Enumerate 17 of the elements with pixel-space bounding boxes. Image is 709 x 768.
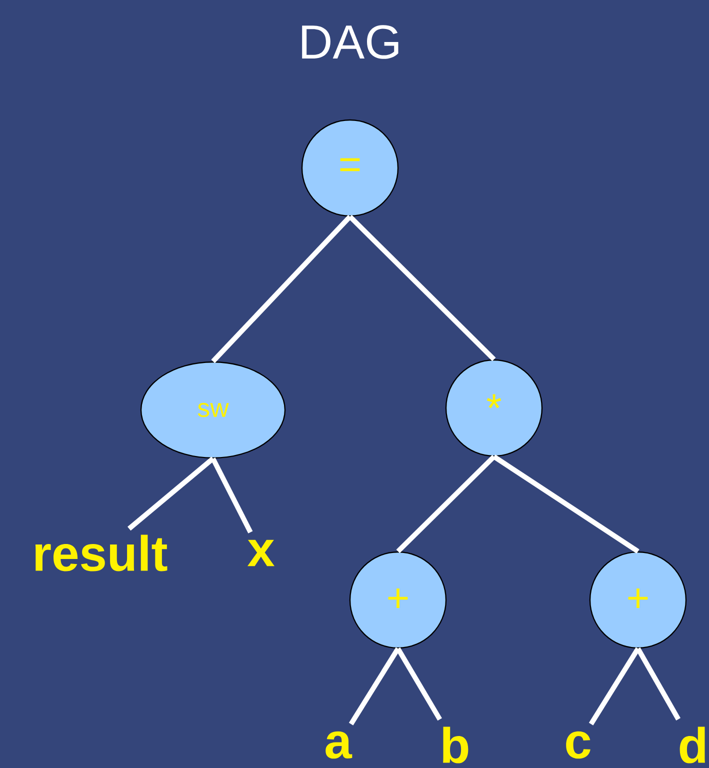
title: DAG xyxy=(302,25,398,59)
leaf-label: x xyxy=(248,540,274,566)
connector-line xyxy=(396,647,442,721)
connector-line xyxy=(211,214,352,364)
connector-line xyxy=(128,456,215,531)
leaf-label: c xyxy=(566,731,590,759)
connector-line xyxy=(588,647,640,726)
connector-line xyxy=(210,457,253,534)
connector-line xyxy=(396,454,496,554)
leaf-label: b xyxy=(443,726,468,764)
connector-line xyxy=(348,214,496,362)
connector-line xyxy=(492,454,640,554)
leaf-label: result xyxy=(35,534,168,572)
leaf-label: a xyxy=(326,731,352,759)
connector-line xyxy=(636,647,681,721)
connector-line xyxy=(348,647,400,726)
leaf-label: d xyxy=(680,726,705,764)
